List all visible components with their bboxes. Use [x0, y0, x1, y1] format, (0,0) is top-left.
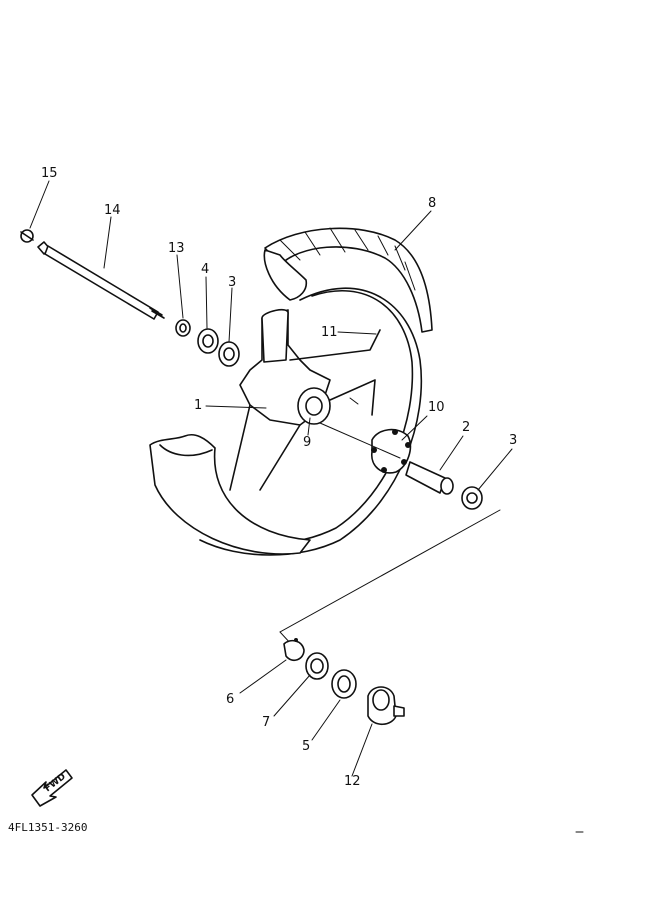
oil-seal-part-7	[305, 652, 329, 680]
oil-seal-part-4	[197, 328, 219, 354]
callout-11: 11	[321, 325, 338, 340]
callout-2: 2	[462, 420, 471, 435]
callout-10: 10	[428, 400, 445, 415]
callout-1: 1	[194, 398, 203, 413]
callout-3-lower: 3	[509, 433, 518, 448]
bearing-part-3-lower	[461, 486, 483, 510]
axle-part-14	[37, 241, 165, 320]
drive-hub-retainer-part-6	[283, 638, 305, 662]
drive-hub-part-10	[371, 428, 412, 474]
callout-13: 13	[168, 241, 185, 256]
callout-7: 7	[262, 715, 271, 730]
bearing-part-5	[331, 669, 357, 699]
forward-arrow-icon	[31, 769, 73, 807]
callout-4: 4	[201, 262, 210, 277]
wheel-assembly	[149, 227, 433, 556]
callout-3-upper: 3	[228, 275, 237, 290]
leader-lines	[29, 180, 513, 777]
callout-9: 9	[303, 435, 312, 450]
callout-12: 12	[344, 774, 361, 789]
spacer-part-2	[405, 461, 454, 495]
callout-6: 6	[226, 692, 235, 707]
callout-8: 8	[428, 196, 437, 211]
callout-5: 5	[302, 739, 311, 754]
speedometer-gear-unit-part-12	[367, 686, 405, 726]
circlip-part-15	[20, 229, 34, 243]
callout-15: 15	[41, 166, 58, 181]
collar-part-13	[175, 319, 191, 337]
part-code: 4FL1351-3260	[8, 821, 88, 834]
bearing-part-3-upper	[218, 341, 240, 367]
callout-14: 14	[104, 203, 121, 218]
